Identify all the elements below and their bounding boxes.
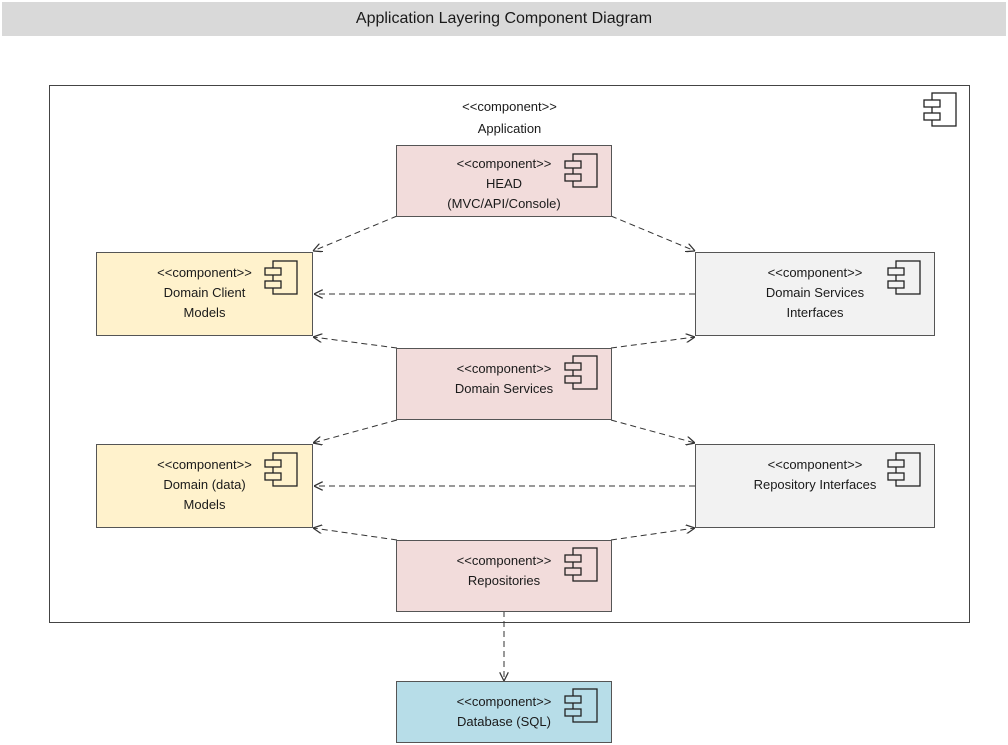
database-component[interactable]: <<component>> Database (SQL) — [396, 681, 612, 743]
domain-data-models-component[interactable]: <<component>> Domain (data) Models — [96, 444, 313, 528]
head-subtitle: (MVC/API/Console) — [447, 196, 561, 211]
component-icon — [264, 260, 298, 295]
component-icon — [564, 153, 598, 188]
repositories-stereotype: <<component>> — [456, 553, 552, 568]
component-icon — [564, 688, 598, 723]
repository-interfaces-stereotype: <<component>> — [767, 457, 863, 472]
domain-client-models-stereotype: <<component>> — [157, 265, 252, 280]
component-icon — [564, 355, 598, 390]
domain-services-interfaces-component[interactable]: <<component>> Domain Services Interfaces — [695, 252, 935, 336]
head-stereotype: <<component>> — [456, 156, 552, 171]
domain-client-models-name-1: Domain Client — [163, 285, 246, 300]
repository-interfaces-component[interactable]: <<component>> Repository Interfaces — [695, 444, 935, 528]
head-name: HEAD — [485, 176, 523, 191]
domain-services-interfaces-name-2: Interfaces — [786, 305, 844, 320]
application-stereotype: <<component>> — [462, 99, 557, 114]
repositories-name: Repositories — [467, 573, 541, 588]
component-icon — [887, 452, 921, 487]
domain-services-interfaces-name-1: Domain Services — [765, 285, 865, 300]
application-name: Application — [477, 121, 542, 136]
domain-data-models-stereotype: <<component>> — [157, 457, 252, 472]
database-stereotype: <<component>> — [456, 694, 552, 709]
component-icon — [264, 452, 298, 487]
component-icon — [887, 260, 921, 295]
component-icon — [923, 92, 957, 127]
application-label: <<component>> Application — [49, 96, 970, 140]
domain-services-component[interactable]: <<component>> Domain Services — [396, 348, 612, 420]
domain-services-stereotype: <<component>> — [456, 361, 552, 376]
component-icon — [564, 547, 598, 582]
domain-client-models-component[interactable]: <<component>> Domain Client Models — [96, 252, 313, 336]
domain-data-models-name-2: Models — [183, 497, 226, 512]
domain-client-models-name-2: Models — [183, 305, 226, 320]
database-name: Database (SQL) — [457, 714, 551, 729]
diagram-title: Application Layering Component Diagram — [2, 2, 1006, 36]
repositories-component[interactable]: <<component>> Repositories — [396, 540, 612, 612]
repository-interfaces-name: Repository Interfaces — [753, 477, 877, 492]
domain-services-interfaces-stereotype: <<component>> — [767, 265, 863, 280]
domain-data-models-name-1: Domain (data) — [163, 477, 246, 492]
head-component[interactable]: <<component>> HEAD (MVC/API/Console) — [396, 145, 612, 217]
domain-services-name: Domain Services — [454, 381, 554, 396]
diagram-title-text: Application Layering Component Diagram — [355, 10, 653, 27]
